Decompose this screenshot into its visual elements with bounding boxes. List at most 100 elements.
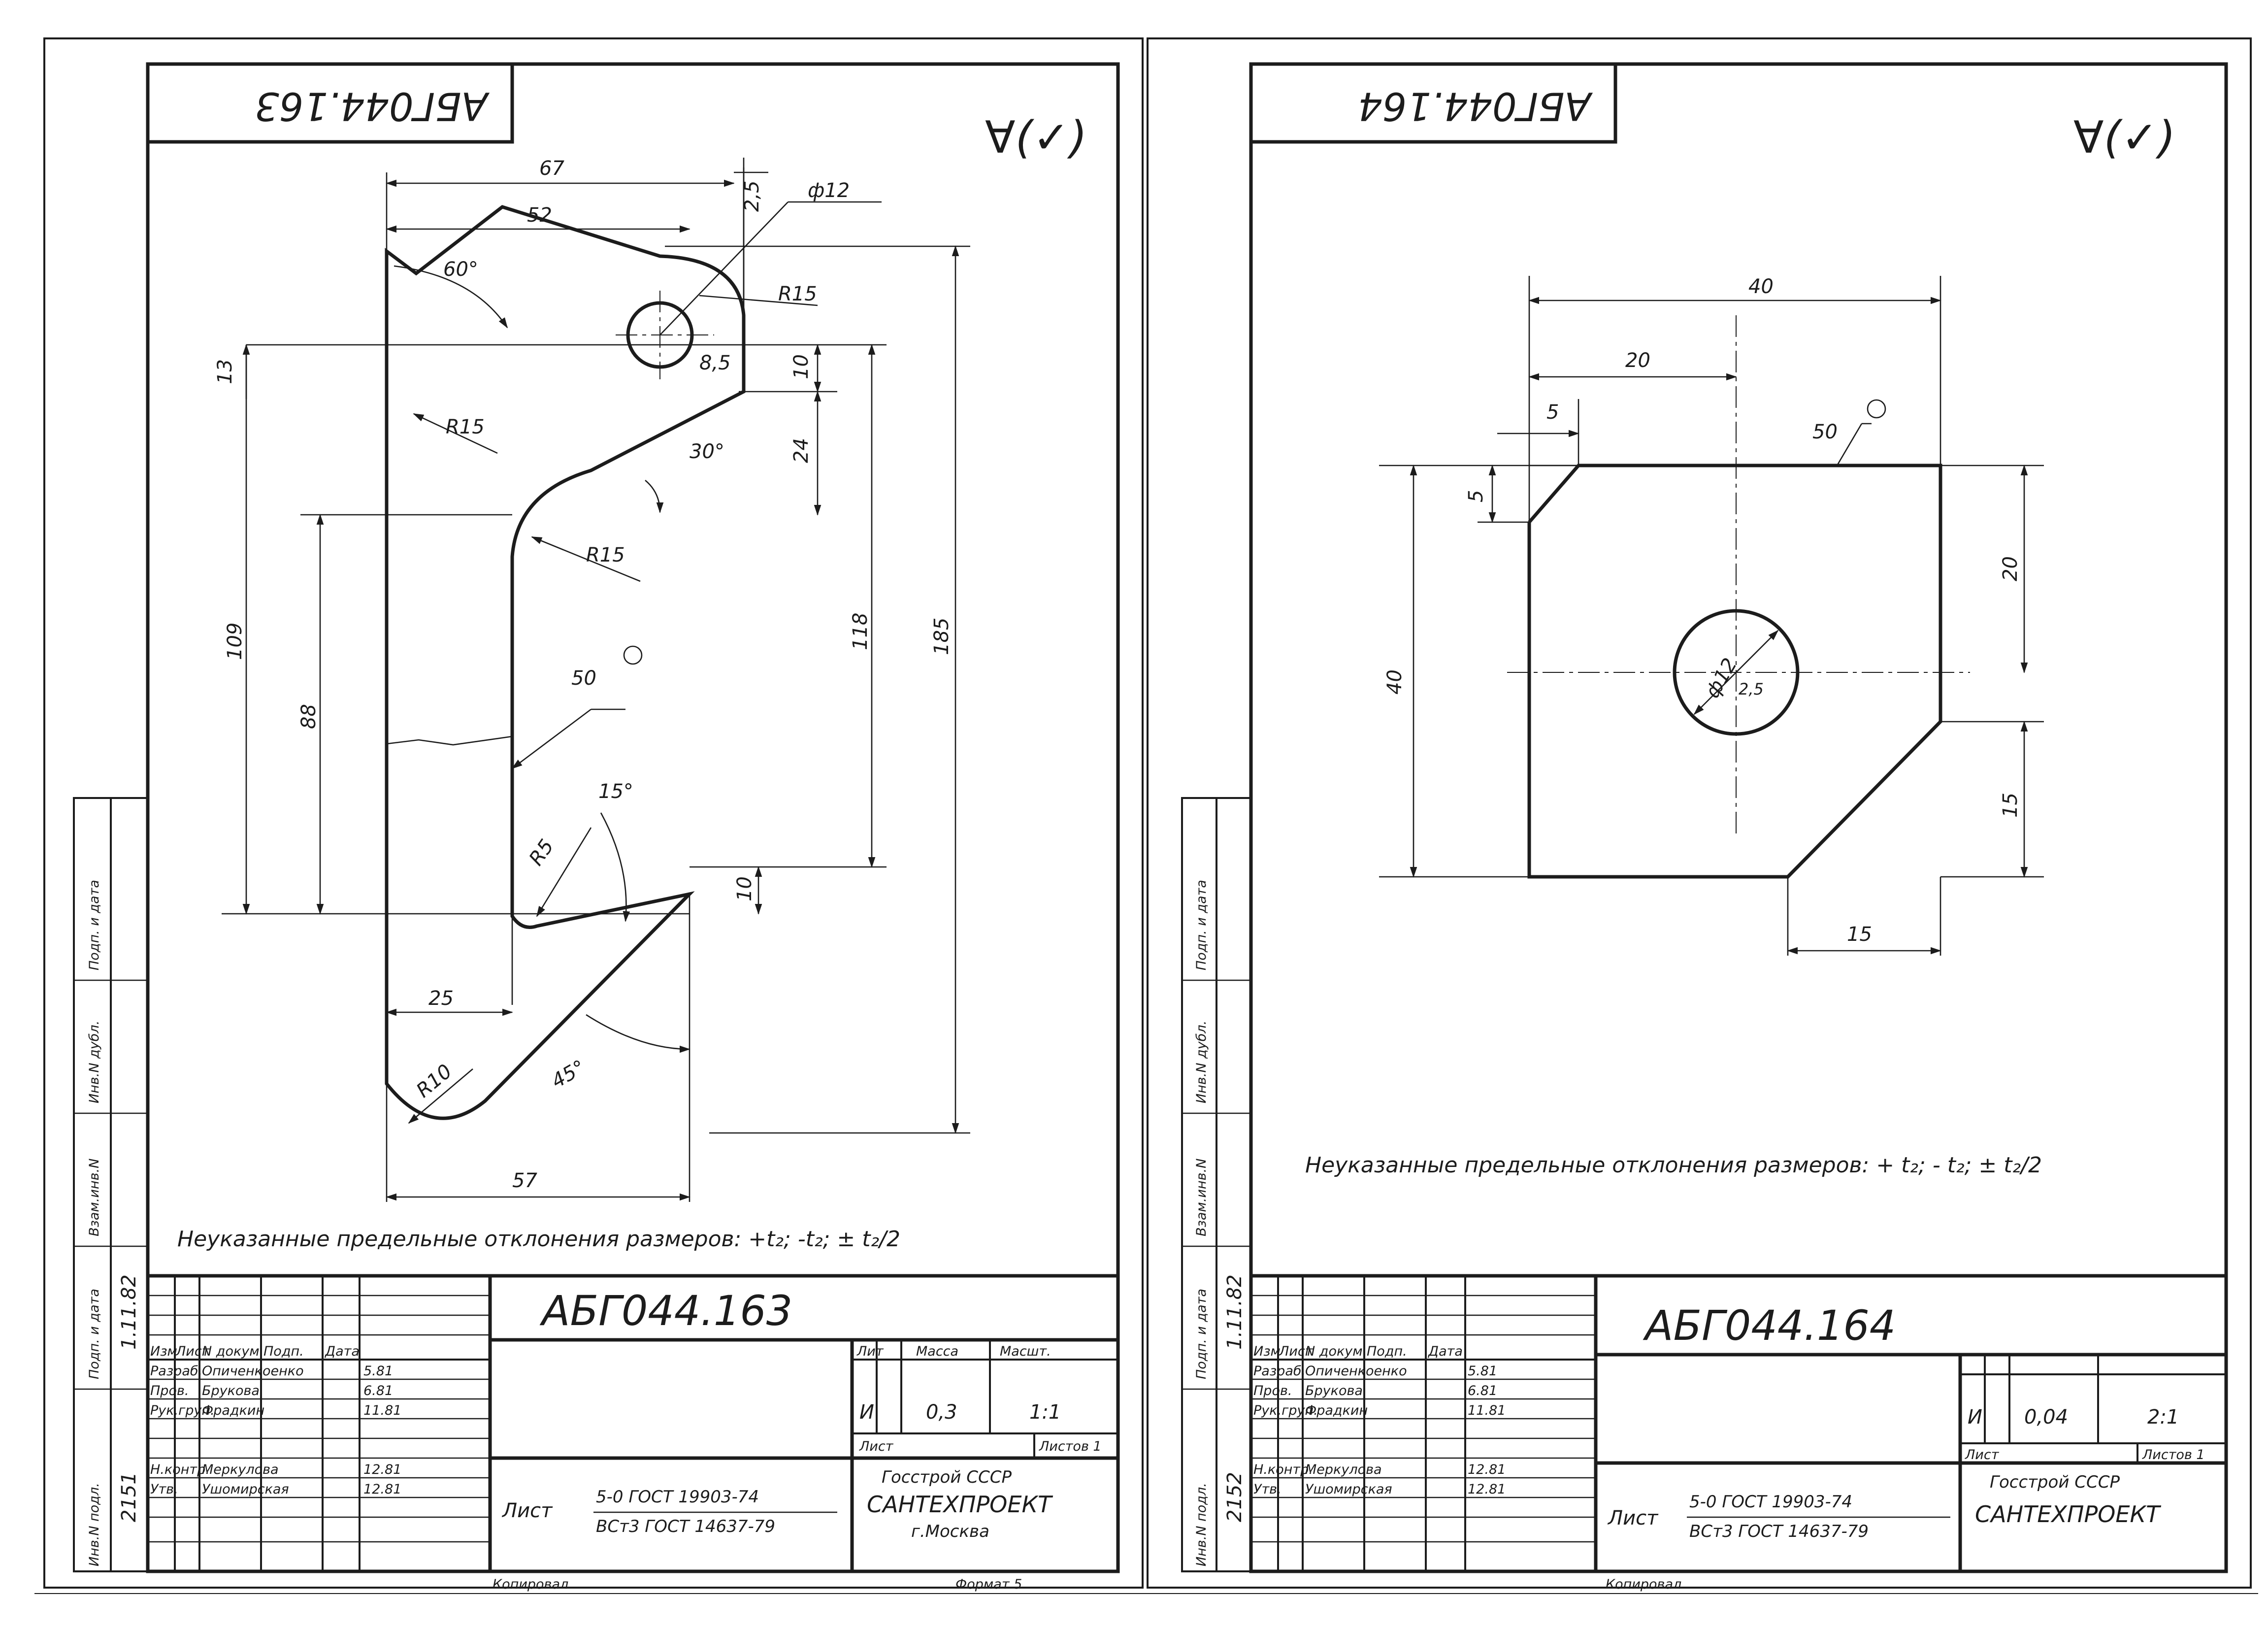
svg-text:Лист: Лист (501, 1499, 553, 1522)
svg-text:Дата: Дата (1428, 1344, 1463, 1359)
dim-phi12: ф12 (1701, 654, 1742, 702)
dim-50-roughness: 50 (571, 667, 596, 690)
svg-text:Утв.: Утв. (1253, 1482, 1282, 1497)
svg-text:Копировал: Копировал (493, 1577, 568, 1592)
svg-text:Ушомирская: Ушомирская (202, 1482, 289, 1497)
right-dimension-lines (1410, 297, 2028, 955)
dim-15-height: 15 (1999, 793, 2022, 818)
dim-20-height: 20 (1999, 556, 2022, 581)
svg-text:Лист: Лист (1279, 1344, 1314, 1359)
left-strip-label-2: Подп. и дата (87, 1289, 102, 1379)
svg-text:г.Москва: г.Москва (911, 1522, 989, 1541)
left-code-upside-down: АБГ044.163 (255, 84, 490, 128)
right-surface-finish-symbol: ∀(✓) (2073, 112, 2175, 164)
right-strip-label-5: Подп. и дата (1194, 880, 1209, 970)
svg-text:Фрадкин: Фрадкин (1305, 1403, 1368, 1418)
svg-text:12.81: 12.81 (1468, 1482, 1506, 1497)
left-title-code: АБГ044.163 (539, 1287, 792, 1335)
svg-text:Госстрой СССР: Госстрой СССР (1990, 1472, 2120, 1492)
left-strip-value-2: 1.11.82 (118, 1274, 140, 1350)
svg-text:Лист: Лист (1965, 1447, 2000, 1463)
svg-text:N докум.: N докум. (1305, 1344, 1367, 1359)
right-strip-label-4: Инв.N дубл. (1194, 1021, 1209, 1103)
svg-text:Фрадкин: Фрадкин (202, 1403, 264, 1418)
dim-15deg: 15° (598, 780, 633, 803)
svg-text:12.81: 12.81 (363, 1462, 401, 1477)
svg-text:Изм: Изм (150, 1344, 177, 1359)
right-strip-label-2: Подп. и дата (1194, 1289, 1209, 1379)
dim-52: 52 (527, 204, 552, 227)
dim-10-top: 10 (790, 354, 813, 379)
right-strip-value-1: 2152 (1223, 1472, 1246, 1522)
left-strip-label-4: Инв.N дубл. (87, 1021, 102, 1103)
left-sheet: АБГ044.163 ∀(✓) Инв.N подл. Подп. и дата… (73, 62, 1120, 1592)
svg-text:12.81: 12.81 (363, 1482, 401, 1497)
svg-text:11.81: 11.81 (363, 1403, 401, 1418)
dim-2-5: 2,5 (1739, 680, 1764, 698)
dim-2-5: 2,5 (741, 180, 763, 212)
left-scale: 1:1 (1029, 1401, 1061, 1424)
left-code-box (146, 62, 514, 144)
svg-text:Пров.: Пров. (1253, 1383, 1292, 1398)
left-dimension-lines (242, 158, 959, 1201)
right-side-strip: Инв.N подл. Подп. и дата Взам.инв.N Инв.… (1181, 797, 1252, 1572)
svg-text:Пров.: Пров. (150, 1383, 189, 1398)
svg-text:Разраб.: Разраб. (150, 1363, 202, 1379)
svg-text:ВСт3 ГОСТ 14637-79: ВСт3 ГОСТ 14637-79 (1689, 1522, 1869, 1541)
dim-r5: R5 (525, 835, 559, 870)
left-break-line (386, 735, 513, 746)
svg-text:Рук.груп.: Рук.груп. (150, 1403, 215, 1418)
right-code-box (1249, 62, 1617, 144)
svg-text:Копировал: Копировал (1606, 1577, 1681, 1592)
svg-text:Лит: Лит (856, 1344, 884, 1359)
svg-text:Опиченкоенко: Опиченкоенко (202, 1363, 304, 1379)
svg-text:Меркулова: Меркулова (202, 1462, 279, 1477)
svg-text:5.81: 5.81 (1468, 1363, 1497, 1379)
right-strip-value-2: 1.11.82 (1223, 1274, 1246, 1350)
svg-text:Подп.: Подп. (1367, 1344, 1407, 1359)
right-dimension-texts: 40 20 5 5 50 40 20 ф12 2,5 15 15 (1383, 275, 2022, 946)
right-lit: И (1968, 1406, 1982, 1429)
svg-text:Утв.: Утв. (150, 1482, 178, 1497)
dim-88: 88 (297, 704, 320, 729)
left-strip-value-1: 2151 (118, 1472, 140, 1522)
svg-text:Брукова: Брукова (202, 1383, 260, 1398)
right-code-upside-down: АБГ044.164 (1358, 84, 1593, 128)
dim-40-height: 40 (1383, 669, 1406, 695)
dim-10-bot: 10 (733, 876, 756, 901)
left-tolerance-note: Неуказанные предельные отклонения размер… (177, 1227, 900, 1252)
svg-text:ВСт3 ГОСТ 14637-79: ВСт3 ГОСТ 14637-79 (596, 1517, 775, 1536)
svg-text:Ушомирская: Ушомирская (1305, 1482, 1392, 1497)
svg-text:САНТЕХПРОЕКТ: САНТЕХПРОЕКТ (867, 1491, 1053, 1518)
svg-text:Листов 1: Листов 1 (1039, 1439, 1102, 1454)
svg-text:Опиченкоенко: Опиченкоенко (1305, 1363, 1407, 1379)
svg-text:Брукова: Брукова (1305, 1383, 1363, 1398)
svg-text:Дата: Дата (325, 1344, 360, 1359)
right-mass: 0,04 (2024, 1406, 2068, 1429)
dim-25: 25 (428, 987, 454, 1010)
svg-text:6.81: 6.81 (363, 1383, 393, 1398)
dim-5-height: 5 (1465, 490, 1487, 502)
dim-67: 67 (539, 157, 564, 180)
svg-text:Разраб.: Разраб. (1253, 1363, 1306, 1379)
svg-text:Подп.: Подп. (263, 1344, 304, 1359)
dim-40-width: 40 (1748, 275, 1774, 298)
svg-text:Госстрой СССР: Госстрой СССР (882, 1467, 1012, 1487)
left-mass: 0,3 (926, 1401, 957, 1424)
left-surface-finish-symbol: ∀(✓) (985, 112, 1087, 164)
svg-text:Изм: Изм (1253, 1344, 1281, 1359)
svg-text:N докум.: N докум. (202, 1344, 263, 1359)
right-title-code: АБГ044.164 (1643, 1301, 1896, 1350)
right-scale: 2:1 (2147, 1406, 2179, 1429)
svg-text:САНТЕХПРОЕКТ: САНТЕХПРОЕКТ (1975, 1501, 2162, 1528)
right-strip-label-1: Инв.N подл. (1194, 1483, 1209, 1566)
svg-text:Лист: Лист (1607, 1507, 1659, 1529)
right-tolerance-note: Неуказанные предельные отклонения размер… (1305, 1153, 2042, 1178)
dim-8-5: 8,5 (699, 352, 731, 374)
svg-text:Масшт.: Масшт. (1000, 1344, 1051, 1359)
dim-118: 118 (849, 613, 872, 650)
svg-text:6.81: 6.81 (1468, 1383, 1497, 1398)
dim-50-roughness: 50 (1812, 421, 1838, 443)
svg-text:Н.контр.: Н.контр. (150, 1462, 210, 1477)
